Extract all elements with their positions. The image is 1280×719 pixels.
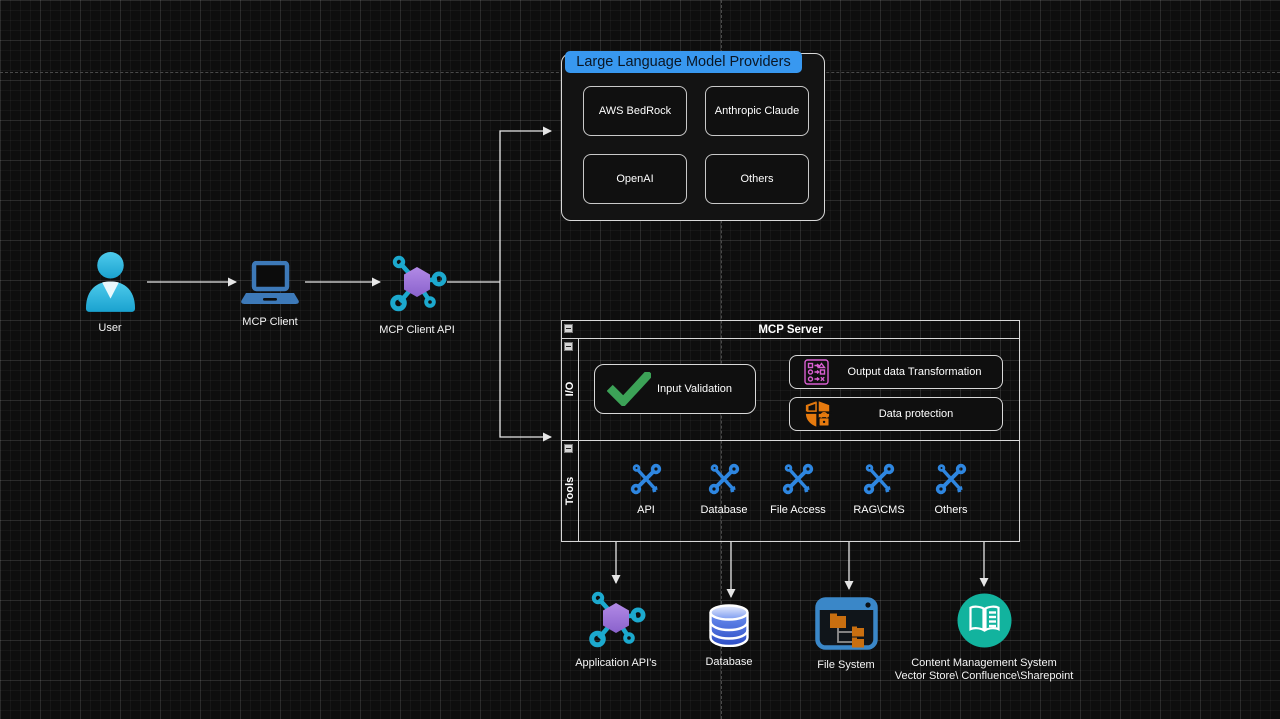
cms-node[interactable]: Content Management System Vector Store\ … xyxy=(884,593,1084,683)
mcp-server-header: MCP Server xyxy=(562,321,1019,339)
tools-lane-label: Tools xyxy=(564,476,576,505)
check-icon xyxy=(607,372,651,406)
cms-label-line1: Content Management System xyxy=(911,657,1057,669)
cms-label-line2: Vector Store\ Confluence\Sharepoint xyxy=(894,670,1074,682)
tool-rag-cms[interactable]: RAG\CMS xyxy=(842,461,916,516)
mcp-client-api-label: MCP Client API xyxy=(379,324,455,336)
tools-icon xyxy=(708,463,740,495)
file-system-label: File System xyxy=(817,659,875,671)
transform-icon xyxy=(804,359,829,385)
llm-item-aws-bedrock[interactable]: AWS BedRock xyxy=(583,86,687,136)
database-backend-label: Database xyxy=(705,656,753,668)
tool-api-label: API xyxy=(637,504,655,516)
user-icon xyxy=(85,252,136,312)
llm-item-anthropic-claude[interactable]: Anthropic Claude xyxy=(705,86,809,136)
mcp-server-title: MCP Server xyxy=(758,323,823,336)
user-node[interactable] xyxy=(84,250,137,313)
collapse-icon[interactable] xyxy=(564,342,573,351)
output-transformation-label: Output data Transformation xyxy=(847,366,982,378)
tool-api[interactable]: API xyxy=(609,461,683,516)
mcp-server-container[interactable]: MCP Server I/O Input Validation xyxy=(561,320,1020,542)
tools-icon xyxy=(782,463,814,495)
tools-lane[interactable]: Tools API Database File Access RAG\CMS O… xyxy=(562,441,1019,542)
tool-others-label: Others xyxy=(934,504,968,516)
io-lane-label-col: I/O xyxy=(562,339,579,440)
mcp-client-node[interactable] xyxy=(239,260,301,308)
data-protection-label: Data protection xyxy=(878,408,954,420)
llm-item-openai[interactable]: OpenAI xyxy=(583,154,687,204)
input-validation-label: Input Validation xyxy=(657,383,733,395)
network-api-icon xyxy=(390,255,447,312)
tool-database[interactable]: Database xyxy=(687,461,761,516)
tools-lane-label-col: Tools xyxy=(562,441,579,542)
database-node[interactable]: Database xyxy=(679,604,779,669)
mcp-client-api-node[interactable] xyxy=(388,253,447,312)
network-api-icon xyxy=(588,591,645,648)
data-protection-node[interactable]: Data protection xyxy=(789,397,1003,431)
file-system-icon xyxy=(814,597,878,650)
file-system-node[interactable]: File System xyxy=(796,597,896,672)
collapse-icon[interactable] xyxy=(564,444,573,453)
tool-file-access[interactable]: File Access xyxy=(761,461,835,516)
tool-others[interactable]: Others xyxy=(914,461,988,516)
io-lane[interactable]: I/O Input Validation xyxy=(562,339,1019,441)
llm-item-others[interactable]: Others xyxy=(705,154,809,204)
laptop-icon xyxy=(241,260,299,304)
mcp-client-label: MCP Client xyxy=(242,316,298,328)
cms-book-icon xyxy=(957,593,1011,648)
io-lane-label: I/O xyxy=(564,381,576,396)
tools-icon xyxy=(630,463,662,495)
tool-file-access-label: File Access xyxy=(770,504,826,516)
tools-icon xyxy=(935,463,967,495)
tool-rag-cms-label: RAG\CMS xyxy=(853,504,905,516)
shield-lock-icon xyxy=(804,400,832,428)
tool-database-label: Database xyxy=(700,504,748,516)
llm-providers-title: Large Language Model Providers xyxy=(565,51,802,73)
page-boundary-vertical xyxy=(721,0,722,719)
llm-providers-container[interactable]: Large Language Model Providers AWS BedRo… xyxy=(561,51,825,221)
input-validation-node[interactable]: Input Validation xyxy=(594,364,756,414)
application-apis-node[interactable]: Application API's xyxy=(546,589,686,670)
user-label: User xyxy=(98,322,122,334)
tools-icon xyxy=(863,463,895,495)
database-icon xyxy=(709,604,749,647)
application-apis-label: Application API's xyxy=(575,657,657,669)
output-transformation-node[interactable]: Output data Transformation xyxy=(789,355,1003,389)
collapse-icon[interactable] xyxy=(564,324,573,333)
